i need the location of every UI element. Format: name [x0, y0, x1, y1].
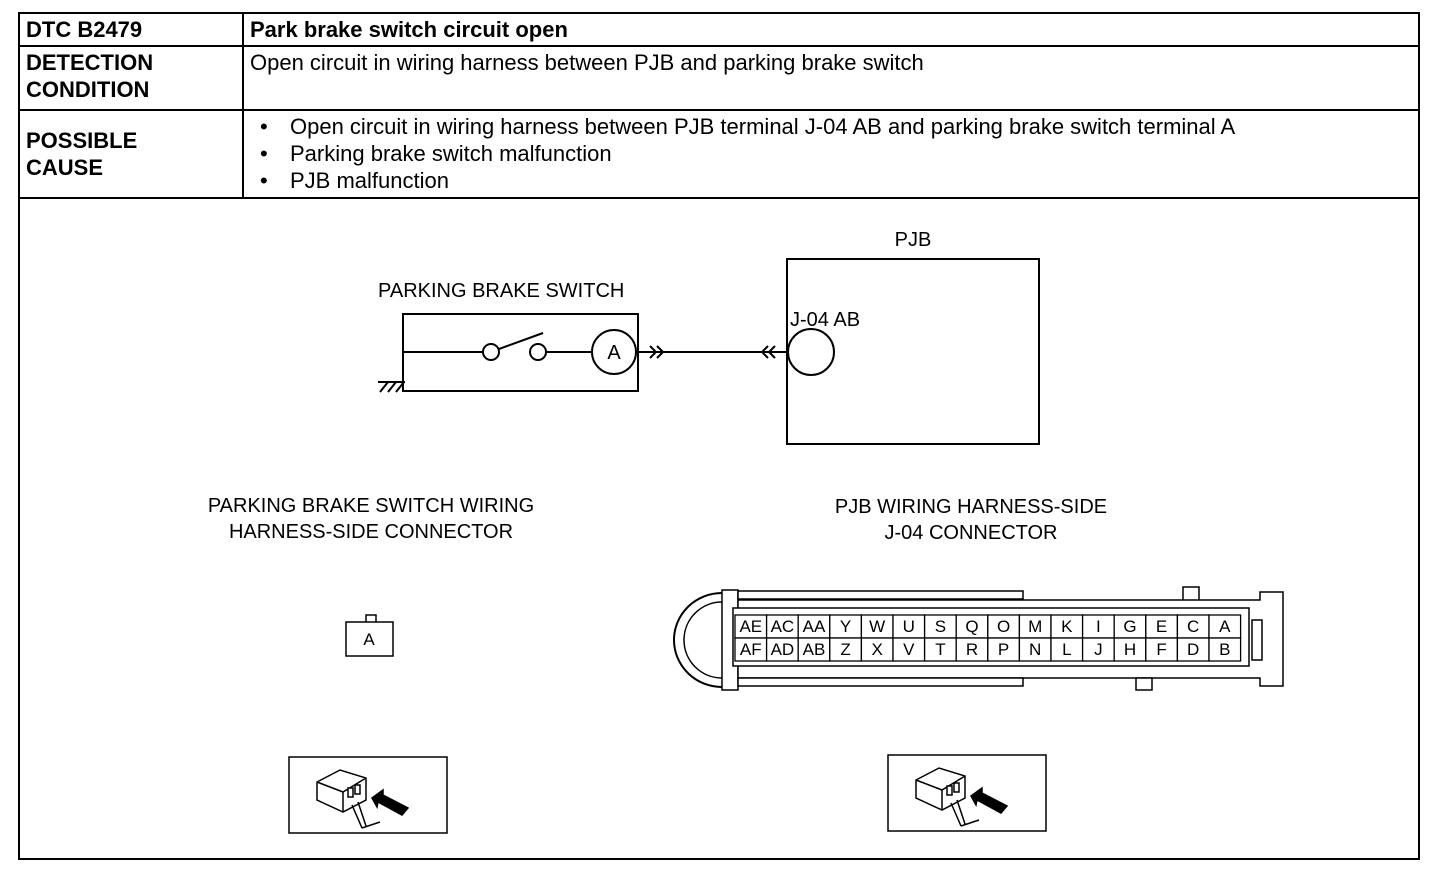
connector-probe-icon: [316, 769, 410, 829]
connector-pin-label: AF: [740, 640, 762, 659]
pjb-terminal-label: J-04 AB: [790, 309, 860, 331]
connector-pin-label: Z: [840, 640, 850, 659]
left-connector-title-line1: PARKING BRAKE SWITCH WIRING: [208, 495, 534, 517]
connector-pin-label: S: [935, 617, 946, 636]
connector-pin-label: X: [872, 640, 883, 659]
connector-pin-label: F: [1156, 640, 1166, 659]
ground-icon: [378, 380, 405, 393]
diagram-frame: [18, 12, 1420, 860]
connector-pin-label: J: [1094, 640, 1103, 659]
connector-pin-label: E: [1156, 617, 1167, 636]
cause-item: Open circuit in wiring harness between P…: [260, 113, 1412, 140]
left-connector-title-line2: HARNESS-SIDE CONNECTOR: [229, 521, 513, 543]
connector-pin-label: C: [1187, 617, 1199, 636]
connector-pin-label: W: [869, 617, 885, 636]
connector-pin-label: K: [1061, 617, 1073, 636]
connector-pin-label: V: [903, 640, 915, 659]
connector-pin-label: D: [1187, 640, 1199, 659]
cause-label-line2: CAUSE: [26, 155, 104, 180]
connector-pin-label: AC: [771, 617, 795, 636]
cause-list-cell: Open circuit in wiring harness between P…: [242, 109, 1420, 199]
detection-label-line1: DETECTION: [26, 50, 154, 75]
cause-label-line1: POSSIBLE: [26, 128, 138, 153]
dtc-title: Park brake switch circuit open: [242, 12, 1420, 47]
connector-pin-label: G: [1123, 617, 1136, 636]
connector-pin-label: AA: [803, 617, 826, 636]
cause-item: PJB malfunction: [260, 167, 1412, 194]
left-connector: A: [345, 614, 394, 657]
connector-pin-label: L: [1062, 640, 1071, 659]
pjb-box: [786, 258, 1040, 445]
dtc-code: DTC B2479: [18, 12, 244, 47]
connector-pin-label: P: [998, 640, 1009, 659]
detection-text: Open circuit in wiring harness between P…: [242, 45, 1420, 111]
dtc-table: DTC B2479 Park brake switch circuit open…: [18, 12, 1420, 199]
connector-pin-label: I: [1096, 617, 1101, 636]
connector-pin-label: T: [935, 640, 945, 659]
switch-label: PARKING BRAKE SWITCH: [378, 280, 624, 302]
left-connector-pin: A: [363, 630, 375, 649]
connector-pin-label: AD: [771, 640, 795, 659]
pjb-label: PJB: [895, 229, 932, 251]
cause-list: Open circuit in wiring harness between P…: [250, 113, 1412, 194]
connector-probe-icon: [915, 767, 1009, 827]
right-connector-title-line1: PJB WIRING HARNESS-SIDE: [835, 496, 1107, 518]
connector-pin-label: M: [1028, 617, 1042, 636]
connector-pin-label: AE: [739, 617, 762, 636]
switch-terminal-label: A: [607, 342, 621, 364]
switch-terminal-circle: [591, 329, 637, 375]
switch-contact-left: [482, 343, 500, 361]
connector-pin-label: U: [903, 617, 915, 636]
connector-pin-label: Q: [965, 617, 978, 636]
connector-pin-label: O: [997, 617, 1010, 636]
left-probe-thumbnail: [288, 756, 448, 834]
connector-pin-cell: [1208, 637, 1242, 662]
connector-pin-label: AB: [803, 640, 826, 659]
cause-item: Parking brake switch malfunction: [260, 140, 1412, 167]
right-probe-thumbnail: [887, 754, 1047, 832]
connector-pin-label: Y: [840, 617, 851, 636]
switch-blade: [498, 332, 544, 350]
right-connector-title-line2: J-04 CONNECTOR: [885, 522, 1058, 544]
connector-pin-label: B: [1219, 640, 1230, 659]
detection-label-line2: CONDITION: [26, 77, 150, 102]
switch-contact-right: [529, 343, 547, 361]
connector-pin-label: H: [1124, 640, 1136, 659]
pjb-terminal-circle: [787, 328, 835, 376]
harness-wire: [638, 345, 788, 359]
connector-pin-label: A: [1219, 617, 1231, 636]
connector-pin-label: R: [966, 640, 978, 659]
connector-pin-label: N: [1029, 640, 1041, 659]
